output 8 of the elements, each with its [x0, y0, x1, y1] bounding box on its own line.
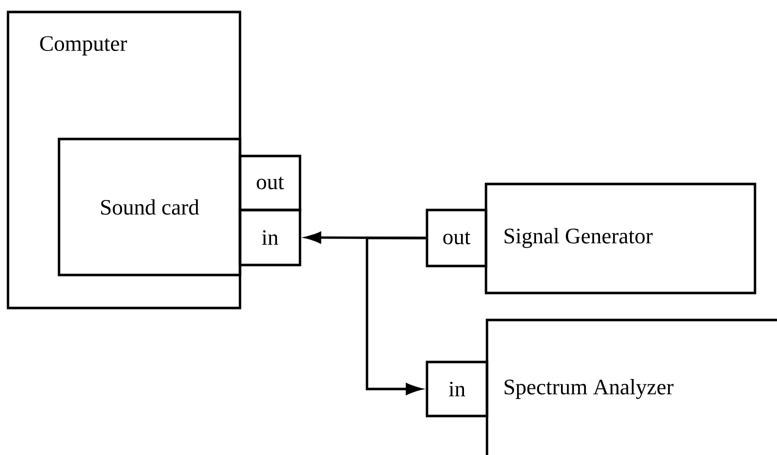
- port-box: out: [238, 154, 302, 212]
- port-box: in: [238, 208, 302, 266]
- spectrum-analyzer-box: Spectrum Analyzer: [486, 318, 777, 455]
- port-box: in: [426, 360, 488, 418]
- signal-generator-box: Signal Generator: [484, 182, 756, 294]
- port-box: out: [426, 208, 488, 268]
- sound-card-box: Sound card: [58, 138, 242, 276]
- arrow: [366, 236, 426, 395]
